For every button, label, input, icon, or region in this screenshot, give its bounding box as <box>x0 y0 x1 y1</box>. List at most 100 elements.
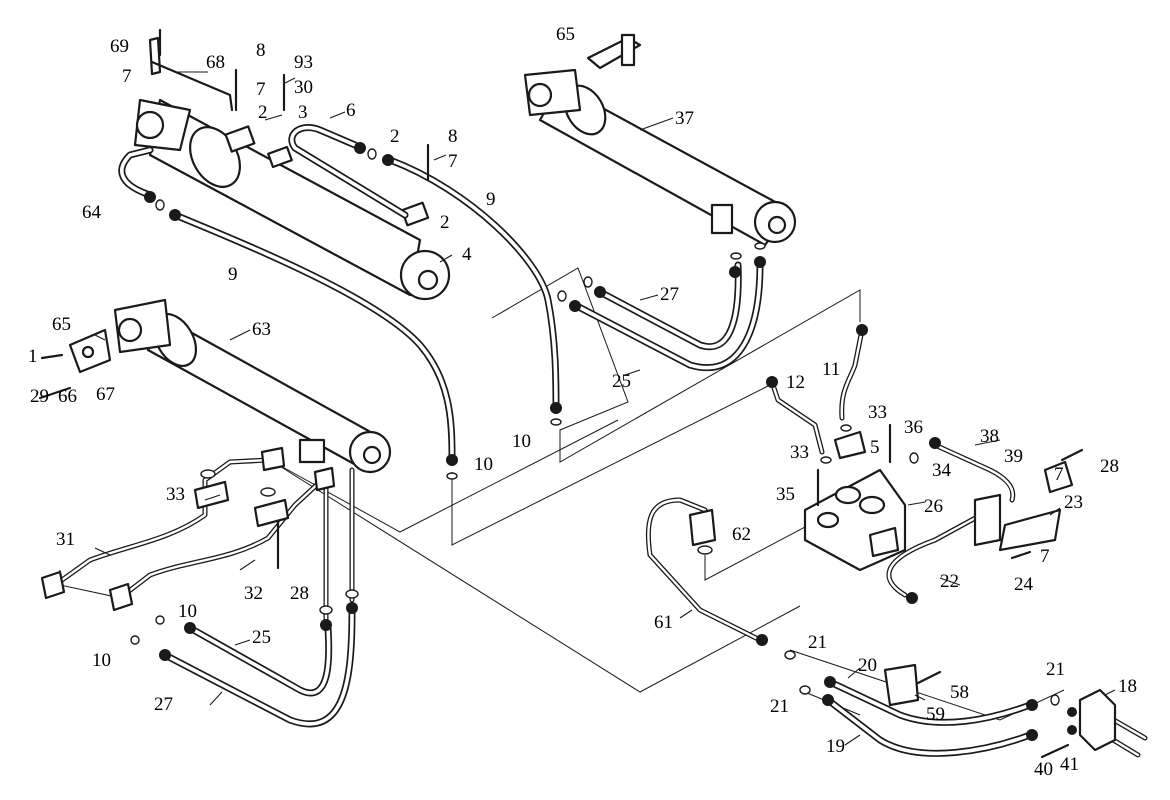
callout-34: 34 <box>932 460 952 481</box>
fitting-nut <box>550 402 562 414</box>
block-18 <box>1078 688 1117 752</box>
leader-27b <box>209 691 223 706</box>
fitting-nut <box>346 602 358 614</box>
callout-32: 32 <box>244 583 263 604</box>
leader-63 <box>229 329 251 341</box>
callout-4: 4 <box>462 244 472 265</box>
callout-5: 5 <box>870 437 880 458</box>
pipe-31 <box>52 457 271 588</box>
fitting-nut <box>184 622 196 634</box>
elbow-fitting-a <box>260 446 286 472</box>
callout-31: 31 <box>56 529 75 550</box>
fitting-31-end <box>40 570 66 600</box>
fitting-nut <box>906 592 918 604</box>
callout-2: 2 <box>440 212 450 233</box>
fitting-nut <box>756 634 768 646</box>
callout-25: 25 <box>612 371 631 392</box>
callout-6: 6 <box>346 100 356 121</box>
callout-7: 7 <box>256 79 266 100</box>
elbow-fitting-b <box>313 466 336 492</box>
port-block-37 <box>710 203 734 235</box>
callout-23: 23 <box>1064 492 1083 513</box>
callout-33: 33 <box>868 402 887 423</box>
callout-12: 12 <box>786 372 805 393</box>
clevis-37-hole <box>767 215 787 235</box>
valve-and-brackets <box>40 36 1117 752</box>
callout-10: 10 <box>474 454 493 475</box>
leader-31 <box>94 547 111 556</box>
leader-3 <box>264 114 283 121</box>
callout-9: 9 <box>228 264 238 285</box>
leader-18 <box>1104 689 1116 696</box>
callout-25: 25 <box>252 627 271 648</box>
clamp-block <box>224 125 256 153</box>
callout-36: 36 <box>904 417 923 438</box>
fitting-nut <box>446 454 458 466</box>
bracket-plate <box>973 493 1002 547</box>
callout-labels: 69 7 68 8 7 93 30 2 3 6 2 8 7 9 64 2 4 9… <box>28 24 1137 780</box>
callout-58: 58 <box>950 682 969 703</box>
callout-8: 8 <box>256 40 266 61</box>
clevis-63-hole <box>362 445 382 465</box>
leader-32 <box>239 559 256 571</box>
flange-33-left <box>193 480 230 510</box>
fitting-nut <box>320 619 332 631</box>
callout-7: 7 <box>1040 546 1050 567</box>
o-ring <box>319 605 333 615</box>
bolt-40 <box>1040 743 1070 759</box>
clamp-59 <box>883 663 920 707</box>
o-ring <box>909 452 919 464</box>
rigid-pipes <box>52 327 1148 758</box>
o-ring <box>260 487 276 497</box>
o-ring <box>446 472 458 480</box>
callout-68: 68 <box>206 52 225 73</box>
fitting-nut <box>766 376 778 388</box>
guide-hose9-to-valve <box>451 384 771 546</box>
fitting-32-end <box>108 582 134 612</box>
callout-38: 38 <box>980 426 999 447</box>
bolt-1 <box>40 353 64 360</box>
o-ring <box>730 252 742 260</box>
leader-61 <box>679 609 693 619</box>
o-ring <box>820 456 832 464</box>
bracket-68 <box>150 60 234 112</box>
valve-port-c <box>816 511 840 529</box>
callout-2: 2 <box>390 126 400 147</box>
callout-21: 21 <box>808 632 827 653</box>
fitting-nut <box>824 676 836 688</box>
callout-67: 67 <box>96 384 115 405</box>
fitting-nut <box>159 649 171 661</box>
callout-10: 10 <box>92 650 111 671</box>
callout-11: 11 <box>822 359 840 380</box>
callout-35: 35 <box>776 484 795 505</box>
callout-33: 33 <box>166 484 185 505</box>
callout-65: 65 <box>556 24 575 45</box>
fitting-nut <box>594 286 606 298</box>
callout-19: 19 <box>826 736 845 757</box>
fitting-nut <box>569 300 581 312</box>
callout-66: 66 <box>58 386 77 407</box>
callout-21: 21 <box>1046 659 1065 680</box>
o-ring <box>557 290 567 302</box>
cylinder-upper-right <box>523 33 797 247</box>
fitting-nut <box>1026 699 1038 711</box>
callout-37: 37 <box>675 108 694 129</box>
callout-3: 3 <box>298 102 308 123</box>
leader-22 <box>939 577 961 586</box>
port-block-63 <box>298 438 326 464</box>
callout-28: 28 <box>290 583 309 604</box>
fitting-nut <box>1026 729 1038 741</box>
callout-64: 64 <box>82 202 102 223</box>
callout-33: 33 <box>790 442 809 463</box>
o-ring <box>754 242 766 250</box>
leader-37 <box>639 117 674 131</box>
valve-port-b <box>858 495 886 515</box>
callout-22: 22 <box>940 571 959 592</box>
guide-pipe-left <box>269 419 619 533</box>
o-ring <box>130 635 140 645</box>
callout-21: 21 <box>770 696 789 717</box>
callout-27: 27 <box>154 694 173 715</box>
o-ring <box>345 589 359 599</box>
callout-62: 62 <box>732 524 751 545</box>
guide-frame-upper <box>491 267 861 463</box>
